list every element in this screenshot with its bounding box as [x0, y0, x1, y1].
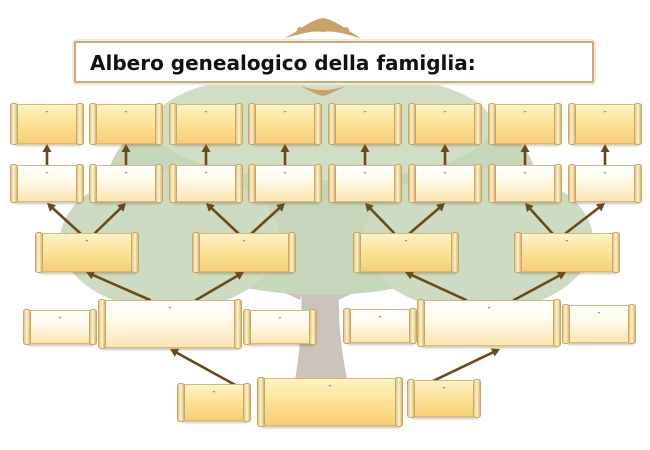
box-placeholder-text: - [204, 107, 208, 117]
great-grandparents-box-4[interactable]: - [248, 103, 322, 145]
self-and-siblings-box-3[interactable]: - [407, 379, 481, 418]
great-grandparents-row-2-box-2[interactable]: - [89, 164, 163, 203]
box-placeholder-text: - [523, 168, 527, 178]
box-placeholder-text: - [487, 303, 491, 313]
box-placeholder-text: - [442, 383, 446, 393]
great-grandparents-box-8[interactable]: - [568, 103, 642, 145]
great-grandparents-row-2-box-7[interactable]: - [488, 164, 562, 203]
great-grandparents-box-7[interactable]: - [488, 103, 562, 145]
lineage-arrow [250, 203, 285, 235]
box-placeholder-text: - [124, 168, 128, 178]
parents-and-siblings-box-1[interactable]: - [23, 309, 97, 345]
self-and-siblings-box-1[interactable]: - [177, 383, 251, 422]
great-grandparents-box-5[interactable]: - [328, 103, 402, 145]
lineage-arrow [525, 203, 554, 235]
tree-foliage-left [60, 170, 280, 310]
box-placeholder-text: - [363, 107, 367, 117]
title-box: Albero genealogico della famiglia: [74, 41, 594, 83]
great-grandparents-row-2-box-3[interactable]: - [169, 164, 243, 203]
great-grandparents-box-3[interactable]: - [169, 103, 243, 145]
box-placeholder-text: - [443, 107, 447, 117]
box-placeholder-text: - [328, 381, 332, 391]
lineage-arrow [121, 144, 131, 167]
lineage-arrow [600, 144, 610, 167]
title-ornament [285, 18, 361, 96]
lineage-arrow [86, 271, 152, 302]
parents-and-siblings-box-6[interactable]: - [562, 304, 636, 344]
box-placeholder-text: - [45, 107, 49, 117]
parents-and-siblings-box-5[interactable]: - [417, 299, 561, 347]
lineage-arrow [440, 144, 450, 167]
box-placeholder-text: - [58, 313, 62, 323]
box-placeholder-text: - [242, 236, 246, 246]
lineage-arrow [201, 144, 211, 167]
box-placeholder-text: - [124, 107, 128, 117]
great-grandparents-box-6[interactable]: - [408, 103, 482, 145]
box-placeholder-text: - [378, 312, 382, 322]
box-placeholder-text: - [278, 313, 282, 323]
parents-and-siblings-box-2[interactable]: - [98, 299, 242, 349]
lineage-arrow [365, 203, 396, 235]
page-title: Albero genealogico della famiglia: [90, 51, 476, 75]
box-placeholder-text: - [283, 107, 287, 117]
box-placeholder-text: - [212, 387, 216, 397]
box-placeholder-text: - [443, 168, 447, 178]
grandparents-box-3[interactable]: - [353, 232, 459, 273]
box-placeholder-text: - [603, 107, 607, 117]
parents-and-siblings-box-4[interactable]: - [343, 308, 417, 344]
lineage-arrow [360, 144, 370, 167]
lineage-arrow [512, 271, 566, 302]
box-placeholder-text: - [45, 168, 49, 178]
lineage-arrow [280, 144, 290, 167]
lineage-arrow [42, 144, 52, 167]
parents-and-siblings-box-3[interactable]: - [243, 309, 317, 345]
great-grandparents-row-2-box-1[interactable]: - [10, 164, 84, 203]
tree-trunk [292, 270, 352, 400]
grandparents-box-4[interactable]: - [514, 232, 620, 273]
lineage-arrow [194, 272, 244, 302]
grandparents-box-1[interactable]: - [35, 232, 139, 273]
great-grandparents-box-2[interactable]: - [89, 103, 163, 145]
lineage-arrow [408, 203, 445, 235]
great-grandparents-row-2-box-8[interactable]: - [568, 164, 642, 203]
lineage-arrow [93, 203, 126, 235]
box-placeholder-text: - [565, 236, 569, 246]
box-placeholder-text: - [597, 308, 601, 318]
lineage-arrow [520, 144, 530, 167]
great-grandparents-row-2-box-4[interactable]: - [248, 164, 322, 203]
box-placeholder-text: - [603, 168, 607, 178]
great-grandparents-row-2-box-5[interactable]: - [328, 164, 402, 203]
lineage-arrow [206, 203, 240, 235]
tree-foliage-right [363, 168, 593, 312]
great-grandparents-box-1[interactable]: - [10, 103, 84, 145]
lineage-arrow [564, 203, 605, 235]
box-placeholder-text: - [363, 168, 367, 178]
box-placeholder-text: - [523, 107, 527, 117]
box-placeholder-text: - [204, 168, 208, 178]
box-placeholder-text: - [168, 303, 172, 313]
box-placeholder-text: - [283, 168, 287, 178]
box-placeholder-text: - [404, 236, 408, 246]
self-and-siblings-box-2[interactable]: - [257, 377, 403, 427]
arrow-layer [42, 144, 610, 394]
lineage-arrow [47, 203, 82, 235]
great-grandparents-row-2-box-6[interactable]: - [408, 164, 482, 203]
grandparents-box-2[interactable]: - [192, 232, 296, 273]
box-placeholder-text: - [85, 236, 89, 246]
tree-foliage-top [152, 70, 492, 180]
lineage-arrow [405, 271, 468, 302]
